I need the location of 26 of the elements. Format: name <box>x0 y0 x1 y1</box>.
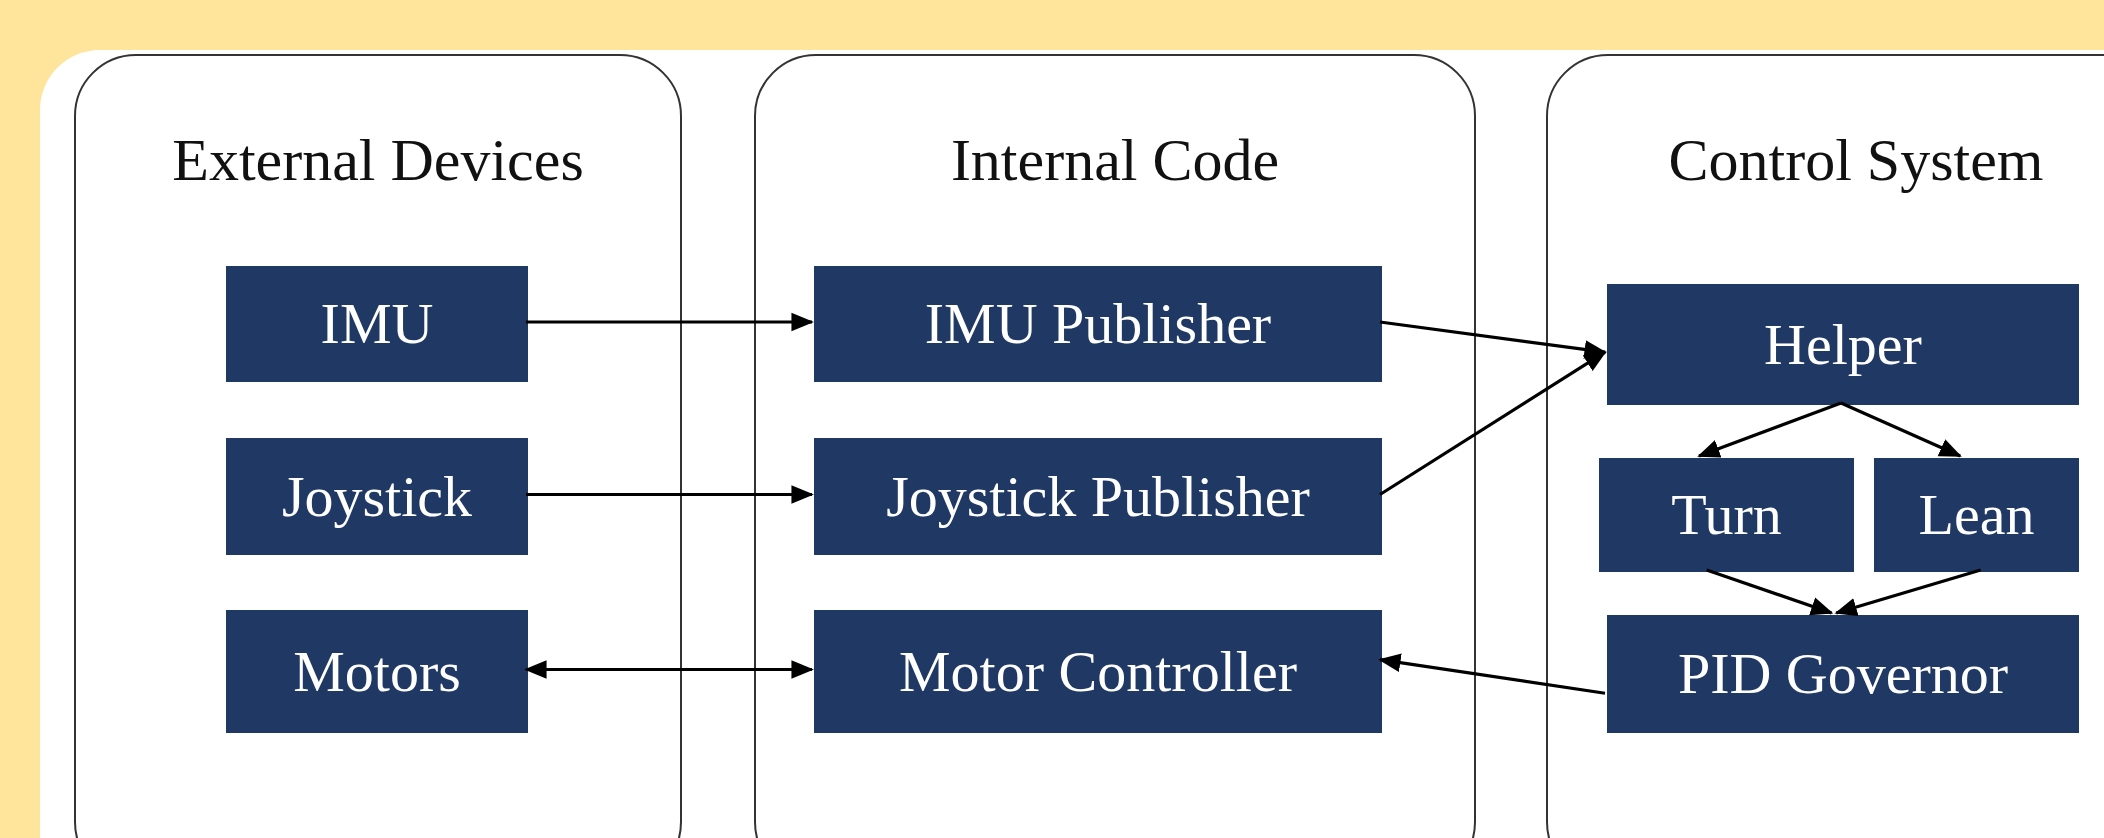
process-box: IMU <box>226 266 528 382</box>
arrow <box>1379 320 1607 359</box>
arrow <box>526 485 814 504</box>
arrow <box>1379 350 1607 496</box>
process-box: Joystick Publisher <box>814 438 1382 555</box>
arrow <box>1834 568 1982 617</box>
arrow <box>1378 653 1606 695</box>
arrow <box>1840 401 1962 458</box>
arrow <box>524 660 814 679</box>
group-panel <box>1546 54 2104 838</box>
group-title: Internal Code <box>949 126 1281 195</box>
process-box: Lean <box>1874 458 2079 572</box>
process-box: IMU Publisher <box>814 266 1382 382</box>
group-title: Control System <box>1667 126 2045 195</box>
process-box: Motors <box>226 610 528 733</box>
group-panel <box>754 54 1476 838</box>
process-box: Joystick <box>226 438 528 555</box>
process-box: Motor Controller <box>814 610 1382 733</box>
process-box: Helper <box>1607 284 2079 405</box>
arrow <box>1706 568 1834 616</box>
group-title: External Devices <box>171 126 585 195</box>
group-panel <box>74 54 682 838</box>
arrow <box>526 312 814 332</box>
process-box: PID Governor <box>1607 615 2079 733</box>
arrow <box>1697 401 1842 458</box>
process-box: Turn <box>1599 458 1854 572</box>
